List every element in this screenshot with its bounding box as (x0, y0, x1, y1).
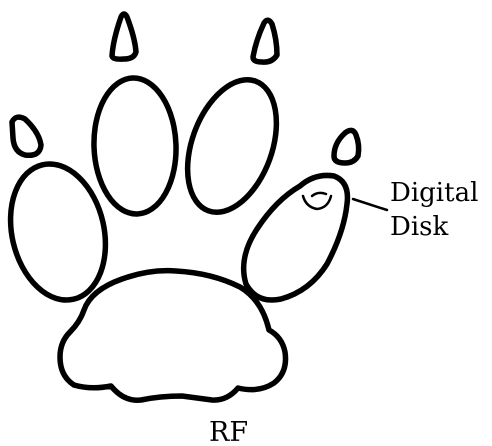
claw-far-left (9, 114, 44, 159)
toe-pad-far-right (240, 172, 351, 303)
claw-inner-left (109, 11, 139, 62)
claw-far-right (331, 127, 362, 166)
toe-pad-inner-right (184, 76, 280, 216)
main-pad (57, 267, 289, 403)
toe-pad-inner-left (91, 75, 179, 217)
side-label: RF (209, 417, 248, 446)
annotation-label-line2: Disk (390, 212, 449, 242)
digital-disk-mark (301, 194, 333, 211)
toe-pad-far-left (7, 161, 109, 303)
annotation-leader-line (351, 197, 389, 212)
annotation-label-line1: Digital (390, 178, 478, 208)
digital-disk-mark-inner (310, 191, 328, 198)
claw-inner-right (250, 17, 280, 65)
